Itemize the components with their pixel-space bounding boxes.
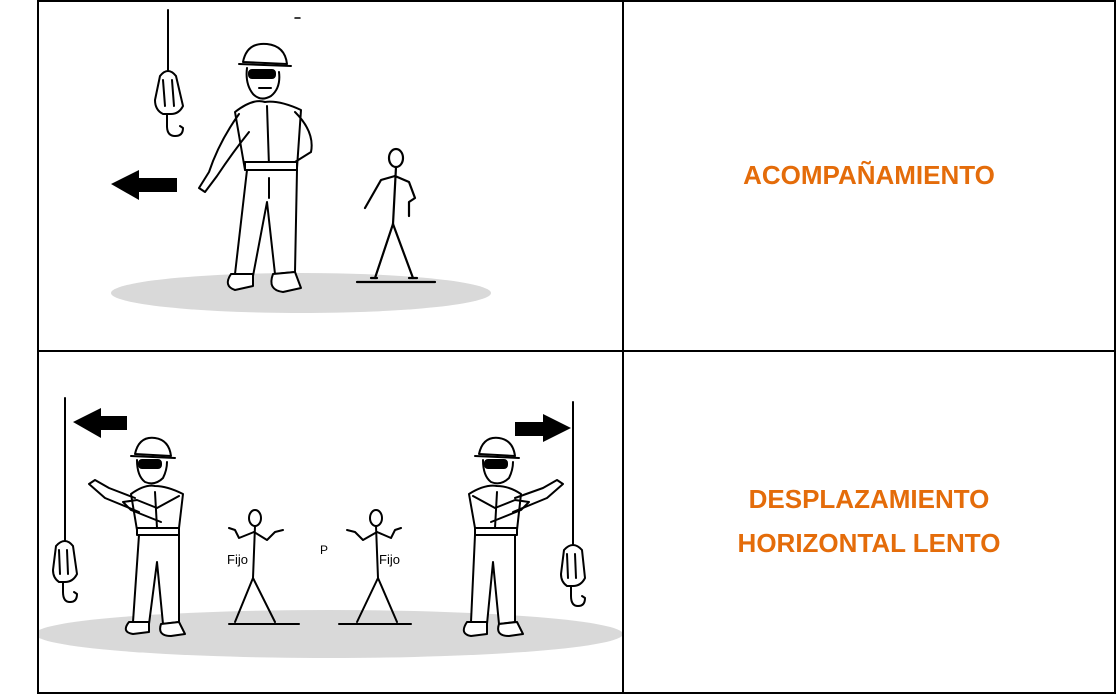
label-line: DESPLAZAMIENTO <box>738 478 1001 522</box>
fixed-label-right: Fijo <box>379 552 400 567</box>
illustration-slow-horizontal: Fijo P Fijo <box>39 352 622 692</box>
illustration-accompaniment <box>39 2 622 350</box>
ground-shadow <box>111 273 491 313</box>
signaller-figure <box>199 44 312 292</box>
point-label: P <box>320 543 328 557</box>
arrow-left-icon <box>111 170 177 200</box>
signaller-figure-right <box>464 438 563 636</box>
crane-hook-icon <box>561 402 585 606</box>
crane-hook-icon <box>53 398 77 602</box>
stick-figure <box>357 149 435 282</box>
stick-figure-fixed-right <box>339 510 411 624</box>
label-line: ACOMPAÑAMIENTO <box>743 154 995 198</box>
crane-hook-icon <box>155 10 183 136</box>
signal-label-accompaniment: ACOMPAÑAMIENTO <box>624 2 1114 350</box>
arrow-right-icon <box>515 414 571 442</box>
arrow-left-icon <box>73 408 127 438</box>
ground-shadow <box>39 610 622 658</box>
signal-table: ACOMPAÑAMIENTO <box>37 0 1116 694</box>
stick-figure-fixed-left <box>229 510 299 624</box>
fixed-label-left: Fijo <box>227 552 248 567</box>
label-line: HORIZONTAL LENTO <box>738 522 1001 566</box>
signaller-figure-left <box>89 438 185 636</box>
signal-label-slow-horizontal: DESPLAZAMIENTO HORIZONTAL LENTO <box>624 352 1114 692</box>
